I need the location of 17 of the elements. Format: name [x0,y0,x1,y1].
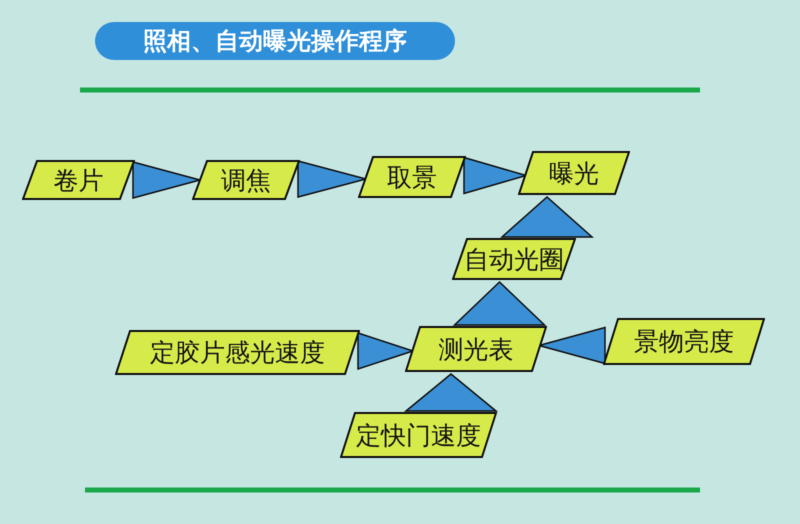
step-box: 自动光圈 [452,238,576,280]
step-box: 曝光 [518,151,630,195]
step-box: 测光表 [405,326,547,372]
triangle-arrow [454,281,546,326]
triangle-arrow [297,160,367,198]
title-banner: 照相、自动曝光操作程序 [95,22,455,60]
step-box: 定快门速度 [340,412,497,458]
step-box: 卷片 [22,160,135,200]
step-box: 调焦 [192,160,300,200]
triangle-arrow [463,156,527,194]
triangle-arrow [405,373,497,412]
triangle-arrow [132,161,201,199]
triangle-arrow [501,196,593,238]
step-box: 景物亮度 [603,318,765,365]
step-box: 取景 [358,156,466,198]
step-box: 定胶片感光速度 [115,330,360,375]
triangle-arrow [357,332,414,370]
